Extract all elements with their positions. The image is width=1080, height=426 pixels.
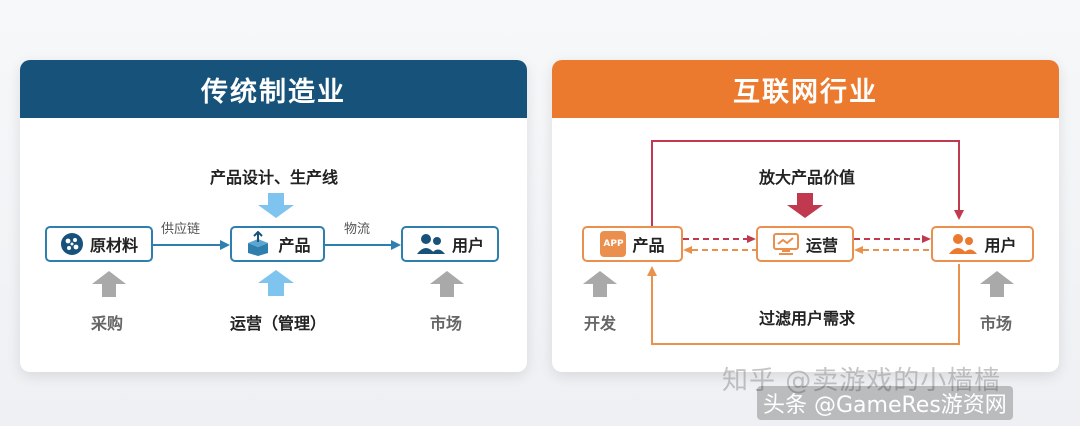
top-loop-arrowhead	[954, 210, 964, 220]
traditional-manufacturing-panel: 传统制造业 产品设计、生产线 原材料 供应链 产品 物流	[20, 60, 527, 372]
supply-chain-arrowhead	[220, 240, 230, 250]
purchase-label: 采购	[91, 314, 124, 333]
monitor-icon	[772, 233, 799, 255]
panel-title-right: 互联网行业	[552, 60, 1059, 118]
logistics-arrowhead	[391, 240, 401, 250]
logistics-label: 物流	[344, 222, 371, 237]
users-icon	[416, 234, 445, 254]
top-input-arrow	[258, 193, 294, 218]
top-input-label: 产品设计、生产线	[210, 168, 339, 187]
right-arrows	[583, 140, 1014, 345]
market-arrow-left	[430, 271, 464, 297]
bottom-input-arrow	[258, 270, 294, 296]
left-arrows	[92, 193, 464, 297]
node-user-right-label: 用户	[984, 236, 1017, 255]
node-product-right: APP 产品	[582, 226, 683, 262]
node-product-right-label: 产品	[632, 236, 665, 255]
develop-arrow	[583, 271, 617, 297]
bottom-input-label: 运营（管理）	[230, 314, 327, 333]
supply-chain-label: 供应链	[161, 222, 201, 237]
bottom-loop-arrowhead	[647, 266, 657, 276]
zhihu-watermark: 知乎 @卖游戏的小樯樯	[722, 366, 1002, 396]
node-ops: 运营	[756, 226, 854, 262]
users-icon	[949, 234, 978, 254]
internet-industry-panel: 互联网行业 放大产品价值 APP 产品 运营	[552, 60, 1059, 372]
node-product-left: 产品	[230, 226, 325, 262]
top-loop-arrow	[651, 140, 960, 226]
filter-needs-label: 过滤用户需求	[759, 309, 856, 328]
market-arrow-right	[980, 271, 1014, 297]
amplify-value-arrow	[787, 193, 823, 218]
node-raw-material-label: 原材料	[89, 236, 138, 255]
box-icon	[248, 231, 269, 256]
node-user-left-label: 用户	[451, 236, 484, 255]
node-product-left-label: 产品	[278, 236, 311, 255]
panel-title-left: 传统制造业	[20, 60, 527, 118]
market-label-left: 市场	[430, 314, 463, 333]
amplify-value-label: 放大产品价值	[759, 168, 856, 187]
market-label-right: 市场	[980, 314, 1013, 333]
purchase-arrow	[92, 271, 126, 297]
bottom-loop-arrow	[651, 264, 960, 345]
node-raw-material: 原材料	[45, 226, 153, 262]
app-icon: APP	[600, 231, 627, 257]
node-ops-label: 运营	[805, 236, 838, 255]
source-watermark: 头条 @GameRes游资网	[757, 386, 1013, 420]
develop-label: 开发	[584, 314, 617, 333]
node-user-left: 用户	[401, 226, 499, 262]
node-user-right: 用户	[931, 226, 1034, 262]
molecule-icon	[60, 233, 83, 255]
